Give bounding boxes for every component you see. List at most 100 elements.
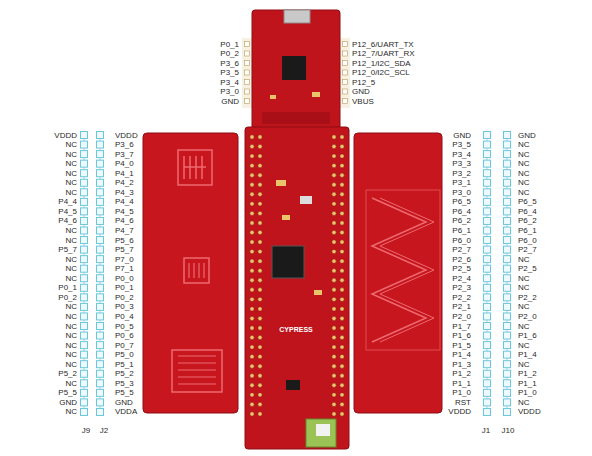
header-pin [504,361,511,368]
pin-label: NC [518,159,530,168]
pin-label: P5_5 [58,388,77,397]
pin-label: P6_0 [452,236,471,245]
pin-label: P2_2 [452,293,471,302]
header-pin [504,332,511,339]
header-hole [332,288,336,292]
header-hole [332,202,336,206]
header-pin [81,237,88,244]
header-hole [340,374,344,378]
usb-pad [343,99,348,104]
header-pin [504,265,511,272]
pin-label: P3_2 [452,169,471,178]
header-hole [340,335,344,339]
header-hole [332,393,336,397]
pin-label: RST [455,398,471,407]
header-hole [258,259,262,263]
pin-label: P4_6 [58,216,77,225]
header-pin [81,408,88,415]
header-hole [340,192,344,196]
pin-label: P0_6 [115,331,134,340]
header-pin [484,332,491,339]
header-hole [332,269,336,273]
pin-label: NC [65,226,77,235]
header-pin [81,265,88,272]
pin-label: P3_7 [115,150,134,159]
header-hole [258,163,262,167]
pin-label: P1_5 [452,341,471,350]
pin-label: P5_2 [58,369,77,378]
header-pin [484,389,491,396]
header-hole [258,173,262,177]
header-hole [250,135,254,139]
connector-strip [262,112,330,124]
header-pin [504,141,511,148]
header-hole [332,307,336,311]
module-label [316,424,330,436]
pin-label: NC [65,140,77,149]
header-pin [504,256,511,263]
header-hole [250,335,254,339]
header-hole [258,335,262,339]
pin-label: NC [65,150,77,159]
header-pin [504,132,511,139]
pin-label: P1_3 [452,360,471,369]
header-hole [250,269,254,273]
header-hole [332,326,336,330]
header-pin [484,217,491,224]
pin-label: NC [65,255,77,264]
header-pin [97,256,104,263]
pin-label: NC [65,264,77,273]
pin-label: NC [65,169,77,178]
pin-label: P2_0 [452,312,471,321]
header-hole [340,211,344,215]
header-hole [250,307,254,311]
psoc-chip [272,246,304,278]
header-pin [97,361,104,368]
header-pin [484,141,491,148]
pin-label: GND [115,398,133,407]
header-pin [97,170,104,177]
pin-label: P5_6 [115,236,134,245]
pin-label: P2_5 [452,264,471,273]
header-hole [340,154,344,158]
header-name: J2 [100,426,108,435]
usb-pad [245,61,250,66]
pin-label: P0_1 [115,283,134,292]
pin-label: P12_7/UART_RX [352,49,415,58]
header-pin [504,399,511,406]
pin-label: P5_5 [115,388,134,397]
pin-label: P0_4 [115,312,134,321]
header-pin [484,179,491,186]
header-hole [340,288,344,292]
header-hole [332,192,336,196]
header-hole [340,393,344,397]
pin-label: P3_6 [220,59,239,68]
pin-label: GND [352,87,370,96]
header-hole [340,259,344,263]
header-pin [81,380,88,387]
module [306,419,336,447]
header-hole [340,240,344,244]
header-hole [258,354,262,358]
left-panel [143,133,238,413]
header-pin [97,408,104,415]
capsense-slider [372,198,426,342]
header-hole [258,221,262,225]
pin-label: P6_1 [452,226,471,235]
header-pin [484,132,491,139]
header-hole [250,240,254,244]
usb-pad [245,51,250,56]
pin-label: NC [518,255,530,264]
header-pin [97,323,104,330]
header-pin [81,351,88,358]
component [314,290,322,295]
header-pin [484,265,491,272]
header-hole [258,135,262,139]
header-pin [484,246,491,253]
header-hole [340,269,344,273]
usb-pad [343,42,348,47]
pin-label: P5_0 [115,350,134,359]
pin-label: NC [518,398,530,407]
header-pin [484,198,491,205]
